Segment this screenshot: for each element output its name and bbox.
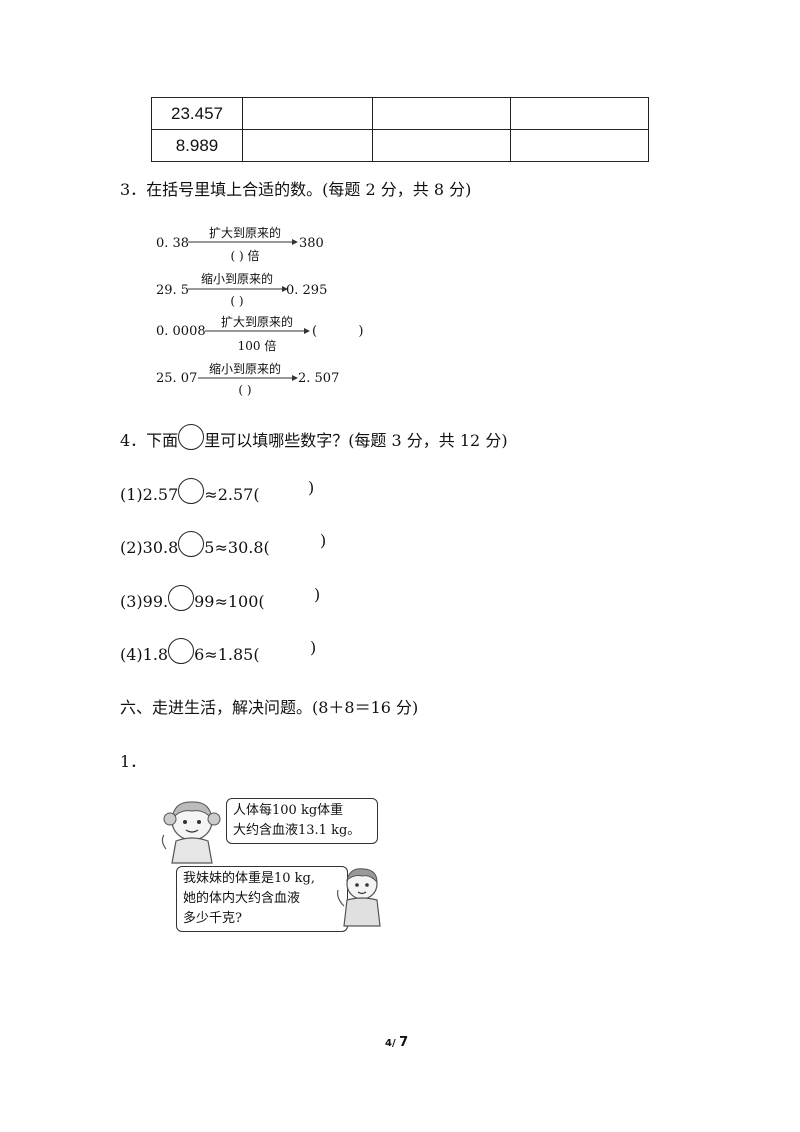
s4-item4-before: (4)1.8 (120, 645, 169, 664)
s3-item3-left: 0. 0008 (156, 324, 206, 339)
table-row: 23.457 (151, 97, 649, 130)
s3-item4-left: 25. 07 (156, 371, 198, 386)
girl-illustration (161, 801, 221, 864)
section3-heading: 3．在括号里填上合适的数。(每题 2 分，共 8 分) (120, 180, 472, 199)
s4-item1-before: (1)2.57 (120, 485, 179, 504)
table-cell-blank[interactable] (510, 129, 649, 162)
section4-heading-after: 里可以填哪些数字？(每题 3 分，共 12 分) (204, 431, 508, 450)
arrow-right-icon (188, 239, 298, 245)
page-current: 4 (385, 1038, 392, 1049)
s4-item1-after: ≈2.57( (204, 485, 260, 504)
page-total: 7 (399, 1035, 409, 1050)
s3-item2-bottom[interactable]: ( ) (230, 294, 244, 308)
s4-item4: (4)1.8 6≈1.85( ) (120, 638, 350, 664)
s3-item3-bottom: 100 倍 (237, 339, 277, 353)
circle-blank-icon[interactable] (168, 638, 195, 664)
number-table: 23.457 8.989 (151, 97, 649, 162)
section4-heading: 4．下面 里可以填哪些数字？(每题 3 分，共 12 分) (120, 424, 508, 451)
s3-item4-top: 缩小到原来的 (208, 362, 281, 376)
speech-bubble-girl: 人体每100 kg体重 大约含血液13.1 kg。 (226, 798, 378, 844)
table-cell-blank[interactable] (242, 97, 373, 130)
bubble-boy-line3: 多少千克? (183, 911, 242, 926)
bubble-girl-line2: 大约含血液13.1 kg。 (233, 823, 361, 838)
s4-item1-close: ) (308, 478, 315, 497)
s3-item3-right[interactable]: ( ) (312, 324, 364, 339)
s4-item3: (3)99. 99≈100( ) (120, 585, 350, 611)
s3-item2-right: 0. 295 (286, 283, 328, 298)
boy-illustration (337, 868, 381, 927)
bubble-girl-line1: 人体每100 kg体重 (233, 803, 344, 818)
s3-item3-top: 扩大到原来的 (220, 315, 293, 329)
s4-item4-close: ) (310, 638, 317, 657)
arrow-right-icon (198, 375, 298, 381)
s3-item1-right: 380 (299, 236, 324, 251)
s4-item2-before: (2)30.8 (120, 538, 179, 557)
section4-heading-before: 4．下面 (120, 431, 179, 450)
s4-item3-after: 99≈100( (194, 592, 265, 611)
bubble-boy-line2: 她的体内大约含血液 (183, 891, 301, 906)
table-cell-value: 8.989 (151, 129, 243, 162)
table-cell-blank[interactable] (372, 129, 511, 162)
s3-item1-top: 扩大到原来的 (208, 226, 281, 240)
s4-item3-before: (3)99. (120, 592, 169, 611)
table-row: 8.989 (151, 129, 649, 162)
s4-item1: (1)2.57 ≈2.57( ) (120, 478, 340, 504)
circle-blank-icon[interactable] (178, 478, 205, 504)
s3-item1-left: 0. 38 (156, 236, 190, 251)
s4-item4-after: 6≈1.85( (194, 645, 260, 664)
arrow-right-icon (205, 328, 310, 334)
circle-blank-icon[interactable] (178, 531, 205, 557)
s4-item2: (2)30.8 5≈30.8( ) (120, 531, 350, 557)
q1-label: 1． (120, 752, 147, 771)
table-cell-blank[interactable] (510, 97, 649, 130)
table-cell-value: 23.457 (151, 97, 243, 130)
bubble-boy-line1: 我妹妹的体重是10 kg, (183, 871, 316, 886)
s4-item2-after: 5≈30.8( (204, 538, 270, 557)
page-number: 4/ 7 (385, 1035, 408, 1050)
table-cell-blank[interactable] (242, 129, 373, 162)
s3-item2-left: 29. 5 (156, 283, 190, 298)
s3-item4-right: 2. 507 (298, 371, 340, 386)
s4-item3-close: ) (314, 585, 321, 604)
page-separator: / (391, 1038, 400, 1049)
arrow-right-icon (188, 286, 288, 292)
speech-bubble-boy: 我妹妹的体重是10 kg, 她的体内大约含血液 多少千克? (176, 866, 348, 932)
s3-item1-bottom[interactable]: ( ) 倍 (230, 249, 260, 263)
table-cell-blank[interactable] (372, 97, 511, 130)
circle-blank-icon (178, 424, 205, 450)
s4-item2-close: ) (320, 531, 327, 550)
section6-heading: 六、走进生活，解决问题。(8＋8＝16 分) (120, 698, 419, 717)
circle-blank-icon[interactable] (168, 585, 195, 611)
s3-item4-bottom[interactable]: ( ) (238, 383, 252, 397)
s3-item2-top: 缩小到原来的 (200, 272, 273, 286)
